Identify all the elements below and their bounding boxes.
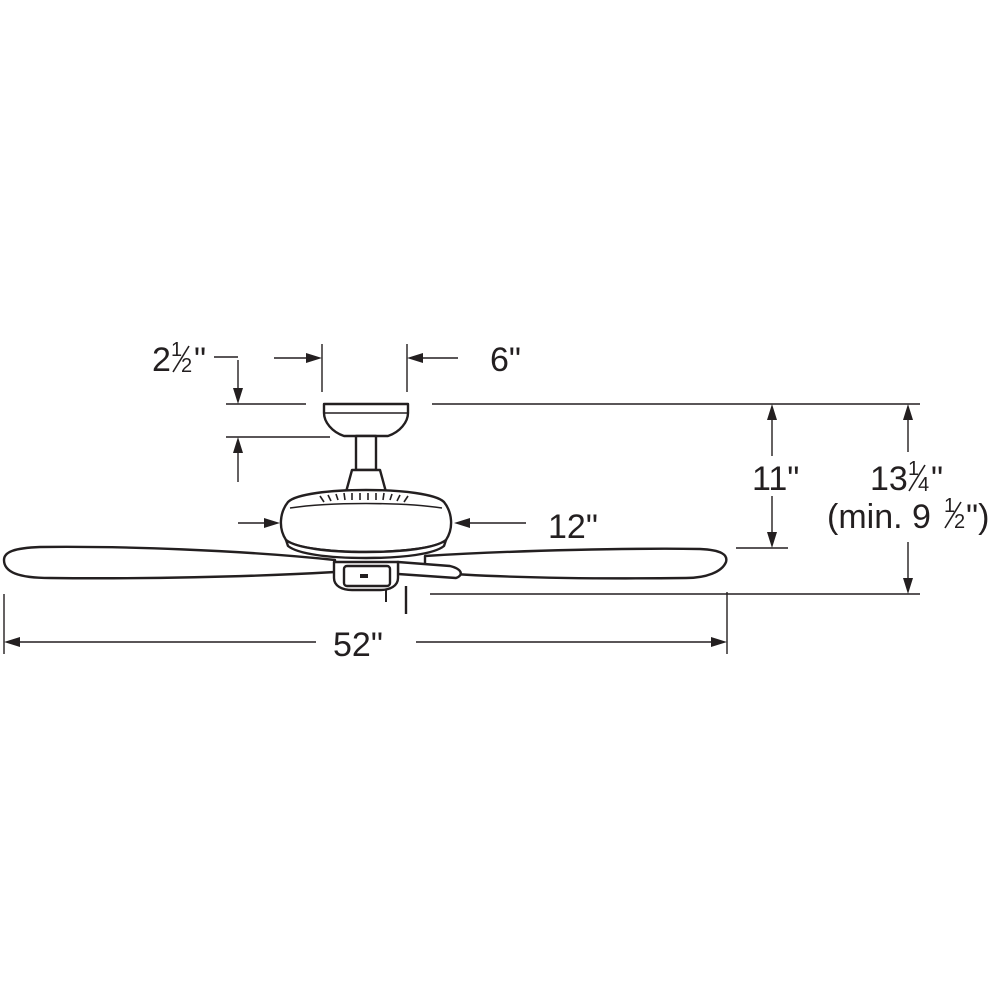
left-blade [2, 545, 337, 580]
blade-span-label: 52" [333, 626, 383, 664]
blade-height-label: 11" [752, 460, 799, 498]
overall-height-unit: " [931, 460, 943, 498]
motor-vents [319, 492, 409, 503]
right-blade [423, 547, 728, 580]
canopy-width-label: 6" [490, 341, 521, 379]
min-height-frac-den: 2 [954, 511, 965, 533]
dimension-canopy-height: 2 1 2 " [152, 339, 330, 482]
dimension-overall-height: 13 1 4 " (min. 9 1 2 ") [430, 404, 989, 595]
downrod-coupler [344, 468, 388, 494]
overall-height-label: 13 [870, 460, 908, 498]
motor-trim-band [284, 538, 448, 560]
downrod [354, 434, 378, 472]
min-height-suffix: ") [966, 498, 989, 536]
rear-blade [396, 560, 462, 580]
canopy [322, 402, 410, 438]
min-height-frac-num: 1 [944, 495, 955, 517]
overall-height-frac-den: 4 [918, 474, 929, 496]
motor-width-label: 12" [548, 508, 598, 546]
dimension-motor-width: 12" [238, 508, 598, 546]
canopy-height-frac-den: 2 [181, 355, 192, 377]
dimension-blade-span: 52" [3, 592, 728, 664]
dimension-canopy-width: 6" [274, 341, 521, 392]
canopy-height-frac-num: 1 [171, 339, 182, 361]
ceiling-fan-illustration [2, 402, 728, 614]
canopy-height-unit: " [194, 341, 206, 379]
min-height-label: (min. 9 [827, 498, 931, 536]
canopy-height-label: 2 [152, 341, 171, 379]
motor-housing [279, 488, 453, 554]
dimension-blade-height: 11" [432, 403, 920, 549]
overall-height-frac-num: 1 [908, 458, 919, 480]
